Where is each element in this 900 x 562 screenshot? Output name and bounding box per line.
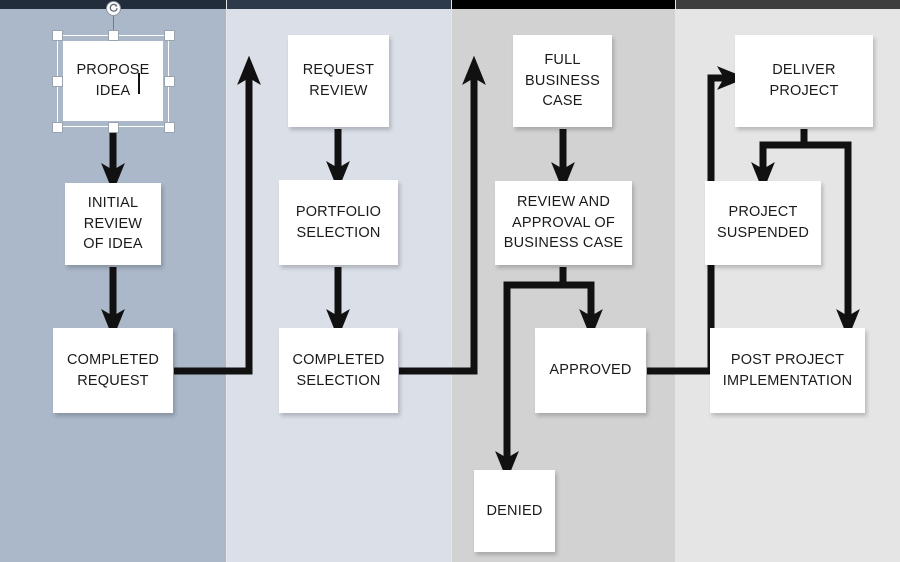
handle-top-right[interactable] bbox=[163, 29, 175, 41]
shape-selection-overlay[interactable] bbox=[51, 1, 175, 133]
selection-frame bbox=[57, 35, 169, 127]
handle-bottom-center[interactable] bbox=[107, 121, 119, 133]
handle-top-left[interactable] bbox=[51, 29, 63, 41]
handle-bottom-right[interactable] bbox=[163, 121, 175, 133]
handle-middle-left[interactable] bbox=[51, 75, 63, 87]
lane-3-header-band bbox=[452, 0, 675, 9]
rotation-stem bbox=[113, 15, 114, 35]
handle-middle-right[interactable] bbox=[163, 75, 175, 87]
lane-2-header-band bbox=[227, 0, 451, 9]
handle-top-center[interactable] bbox=[107, 29, 119, 41]
rotate-icon[interactable] bbox=[105, 1, 121, 16]
handle-bottom-left[interactable] bbox=[51, 121, 63, 133]
text-caret bbox=[138, 73, 140, 94]
lane-4-header-band bbox=[676, 0, 900, 9]
node-denied[interactable]: DENIED bbox=[474, 470, 555, 552]
node-approved[interactable]: APPROVED bbox=[535, 328, 646, 413]
node-label: APPROVED bbox=[549, 362, 632, 379]
node-label: DENIED bbox=[486, 502, 543, 519]
